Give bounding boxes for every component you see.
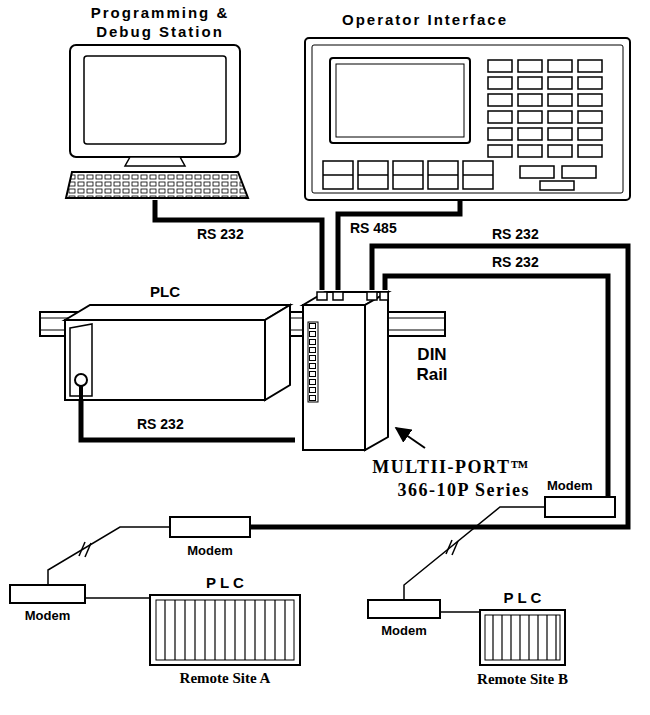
serial-cable (155, 200, 322, 290)
device-label: P L C (150, 574, 300, 592)
remote-plc: P L CRemote Site A (150, 595, 300, 665)
rack-plc-illustrations (150, 595, 565, 665)
rail-label: DIN Rail (402, 345, 462, 385)
cable-label: RS 232 (490, 226, 541, 242)
phone-line (48, 527, 170, 585)
multiport-illustration (303, 292, 425, 450)
cable-label: RS 232 (490, 254, 541, 270)
serial-cable (250, 246, 628, 527)
plc-illustration (65, 305, 290, 400)
serial-cable (81, 400, 295, 440)
device-label: Modem (10, 608, 85, 624)
modem-box: Modem (10, 585, 85, 603)
device-label: MULTII-PORT™ 366-10P Series (330, 456, 530, 502)
cable-label: RS 232 (195, 226, 246, 242)
computer-station: Programming & Debug Station (65, 45, 250, 200)
device-title: Operator Interface (305, 10, 545, 29)
device-label: Modem (170, 543, 250, 559)
phone-line (440, 611, 480, 613)
device-label: PLC (105, 283, 225, 301)
device-title: Programming & Debug Station (70, 3, 250, 41)
cable-label: RS 232 (135, 416, 186, 432)
computer-illustration (66, 45, 248, 198)
device-label: Modem (547, 478, 607, 494)
modem-illustrations (10, 497, 615, 618)
modem-box: Modem (545, 497, 615, 517)
device-label: P L C (480, 589, 565, 607)
remote-plc: P L CRemote Site B (480, 610, 565, 665)
site-caption: Remote Site A (150, 669, 300, 687)
multiport-device: MULTII-PORT™ 366-10P Series (295, 290, 395, 450)
device-label: Modem (368, 623, 440, 639)
modem-box: Modem (368, 600, 440, 618)
cable-label: RS 485 (348, 220, 399, 236)
phone-line (85, 597, 150, 599)
phone-line (404, 507, 545, 600)
site-caption: Remote Site B (460, 670, 585, 688)
operator-interface: Operator Interface (305, 38, 630, 200)
modem-box: Modem (170, 517, 250, 537)
break-mark (79, 540, 458, 557)
operator-panel-illustration (305, 38, 630, 200)
plc-unit: PLC (65, 305, 290, 400)
